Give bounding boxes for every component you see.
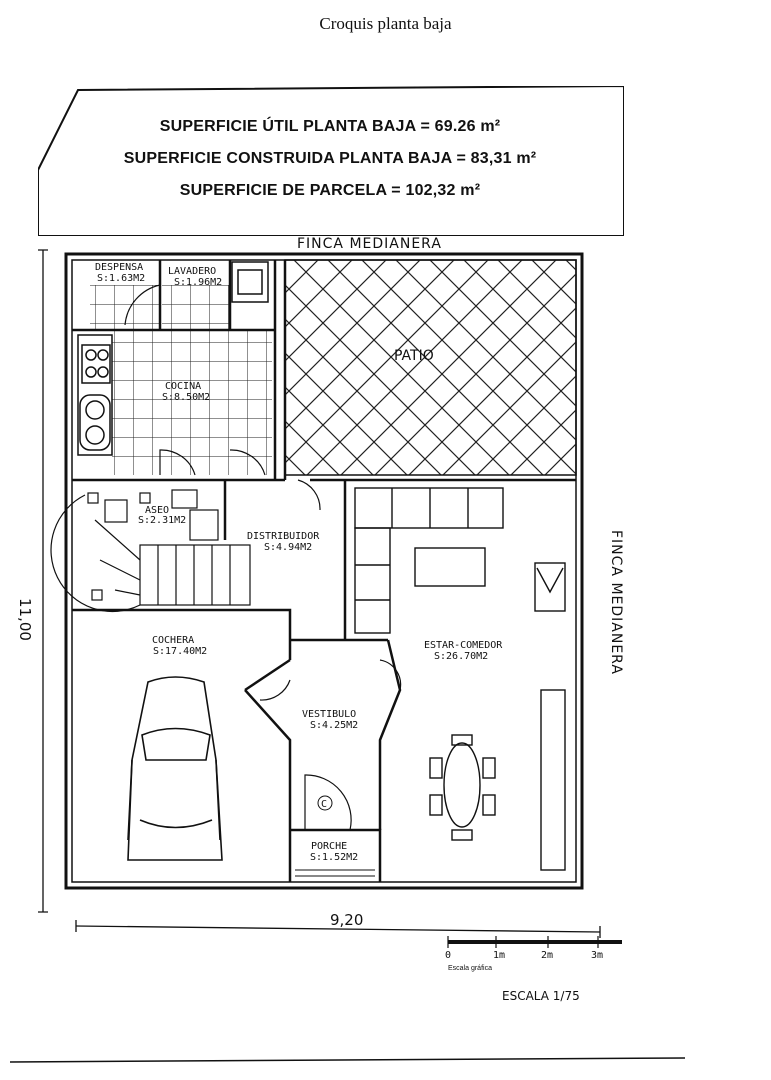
despensa-area: S:1.63M2	[97, 273, 145, 284]
dimension-lines	[38, 249, 601, 938]
document-title: Croquis planta baja	[319, 14, 452, 33]
distribuidor-area: S:4.94M2	[264, 542, 312, 553]
built-area-text: SUPERFICIE CONSTRUIDA PLANTA BAJA = 83,3…	[123, 150, 537, 167]
scale-label-3m: 3m	[591, 950, 603, 961]
scale-text: ESCALA 1/75	[502, 989, 580, 1003]
estar-name: ESTAR-COMEDOR	[424, 640, 503, 651]
patio-area	[284, 259, 577, 476]
scale-bar: 0 1m 2m 3m Escala gráfica	[445, 936, 622, 972]
cocina-name: COCINA	[165, 381, 201, 392]
kitchen-counter	[77, 261, 269, 456]
room-labels: DESPENSA S:1.63M2 LAVADERO S:1.96M2 COCI…	[95, 262, 503, 863]
cocina-area: S:8.50M2	[162, 392, 210, 403]
kitchen-doors	[124, 284, 321, 511]
lavadero-tiles	[162, 285, 230, 330]
plot-area-text: SUPERFICIE DE PARCELA = 102,32 m²	[179, 182, 481, 199]
scale-caption: Escala gráfica	[448, 965, 492, 972]
aseo-fixtures	[87, 489, 219, 541]
living-furniture	[354, 487, 566, 871]
scale-label-1m: 1m	[493, 950, 505, 961]
scale-label-2m: 2m	[541, 950, 553, 961]
patio-label: PATIO	[394, 348, 434, 364]
right-boundary-label: FINCA MEDIANERA	[608, 530, 624, 675]
aseo-area: S:2.31M2	[138, 515, 186, 526]
useful-area-text: SUPERFICIE ÚTIL PLANTA BAJA = 69.26 m²	[159, 118, 501, 135]
aseo-name: ASEO	[145, 505, 169, 516]
bottom-rule	[9, 1057, 686, 1063]
lavadero-area: S:1.96M2	[174, 277, 222, 288]
distribuidor-name: DISTRIBUIDOR	[247, 531, 320, 542]
staircase	[50, 494, 251, 613]
dining-table	[429, 734, 496, 841]
vestibulo-name: VESTIBULO	[302, 709, 356, 720]
lavadero-name: LAVADERO	[168, 266, 216, 277]
porch-steps	[295, 869, 375, 877]
cochera-name: COCHERA	[152, 635, 194, 646]
scale-label-0: 0	[445, 950, 451, 961]
vestibulo-area: S:4.25M2	[310, 720, 358, 731]
width-dimension: 9,20	[330, 911, 363, 929]
porche-name: PORCHE	[311, 841, 347, 852]
estar-area: S:26.70M2	[434, 651, 488, 662]
entrance-doors	[259, 659, 402, 831]
depth-dimension: 11,00	[16, 598, 34, 641]
porche-area: S:1.52M2	[310, 852, 358, 863]
summary-box	[38, 86, 624, 236]
car	[127, 676, 223, 861]
despensa-name: DESPENSA	[95, 262, 143, 273]
top-boundary-label: FINCA MEDIANERA	[297, 236, 442, 252]
cochera-area: S:17.40M2	[153, 646, 207, 657]
interior-walls	[72, 260, 576, 882]
meter-symbol: C	[321, 799, 327, 810]
kitchen-tiles	[112, 330, 272, 475]
